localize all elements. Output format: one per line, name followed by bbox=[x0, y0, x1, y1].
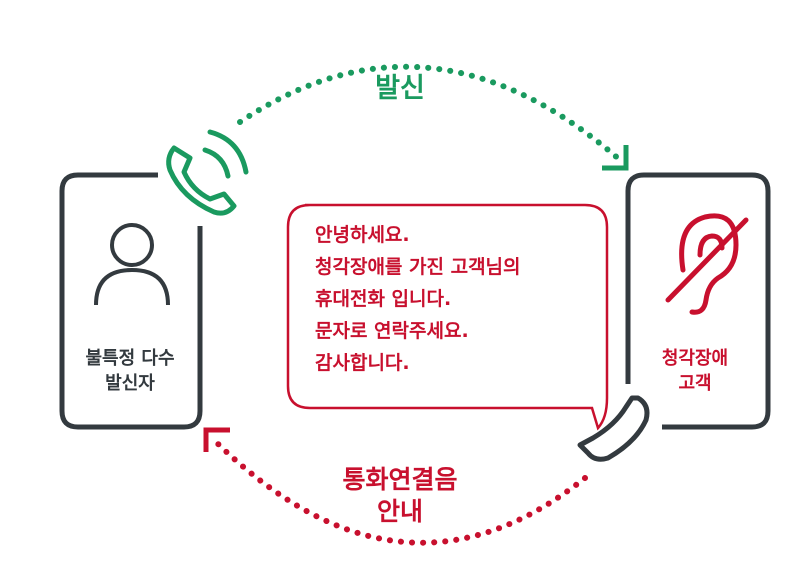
message-line: 안녕하세요. bbox=[315, 224, 410, 246]
receiver-label: 청각장애 고객 bbox=[630, 346, 760, 396]
receiver-label-line1: 청각장애 bbox=[661, 348, 729, 369]
ringback-guide-label: 통화연결음 안내 bbox=[300, 464, 500, 528]
phone-handset-icon bbox=[577, 395, 650, 462]
phone-ringing-icon bbox=[166, 129, 249, 216]
sender-phone-frame bbox=[59, 172, 203, 430]
guidance-arrowhead bbox=[203, 427, 230, 452]
message-line: 문자로 연락주세요. bbox=[315, 320, 469, 342]
message-bubble bbox=[286, 203, 609, 431]
receiver-phone-frame bbox=[625, 172, 771, 430]
message-line: 휴대전화 입니다. bbox=[315, 288, 452, 310]
hearing-disabled-icon bbox=[665, 213, 749, 315]
person-icon bbox=[94, 223, 170, 306]
message-line: 감사합니다. bbox=[315, 352, 410, 374]
ringback-guide-line2: 안내 bbox=[376, 497, 423, 526]
receiver-label-line2: 고객 bbox=[678, 373, 712, 394]
message-text: 안녕하세요. 청각장애를 가진 고객님의 휴대전화 입니다. 문자로 연락주세요… bbox=[315, 219, 600, 379]
message-line: 청각장애를 가진 고객님의 bbox=[315, 256, 521, 278]
outgoing-arrowhead bbox=[602, 145, 629, 171]
ringback-guide-line1: 통화연결음 bbox=[342, 465, 458, 494]
outgoing-arc bbox=[237, 63, 623, 163]
outgoing-call-label: 발신 bbox=[375, 73, 425, 104]
sender-label-line2: 발신자 bbox=[105, 373, 155, 394]
sender-label-line1: 불특정 다수 bbox=[85, 348, 175, 369]
sender-label: 불특정 다수 발신자 bbox=[70, 346, 190, 396]
guidance-arc bbox=[209, 435, 588, 546]
